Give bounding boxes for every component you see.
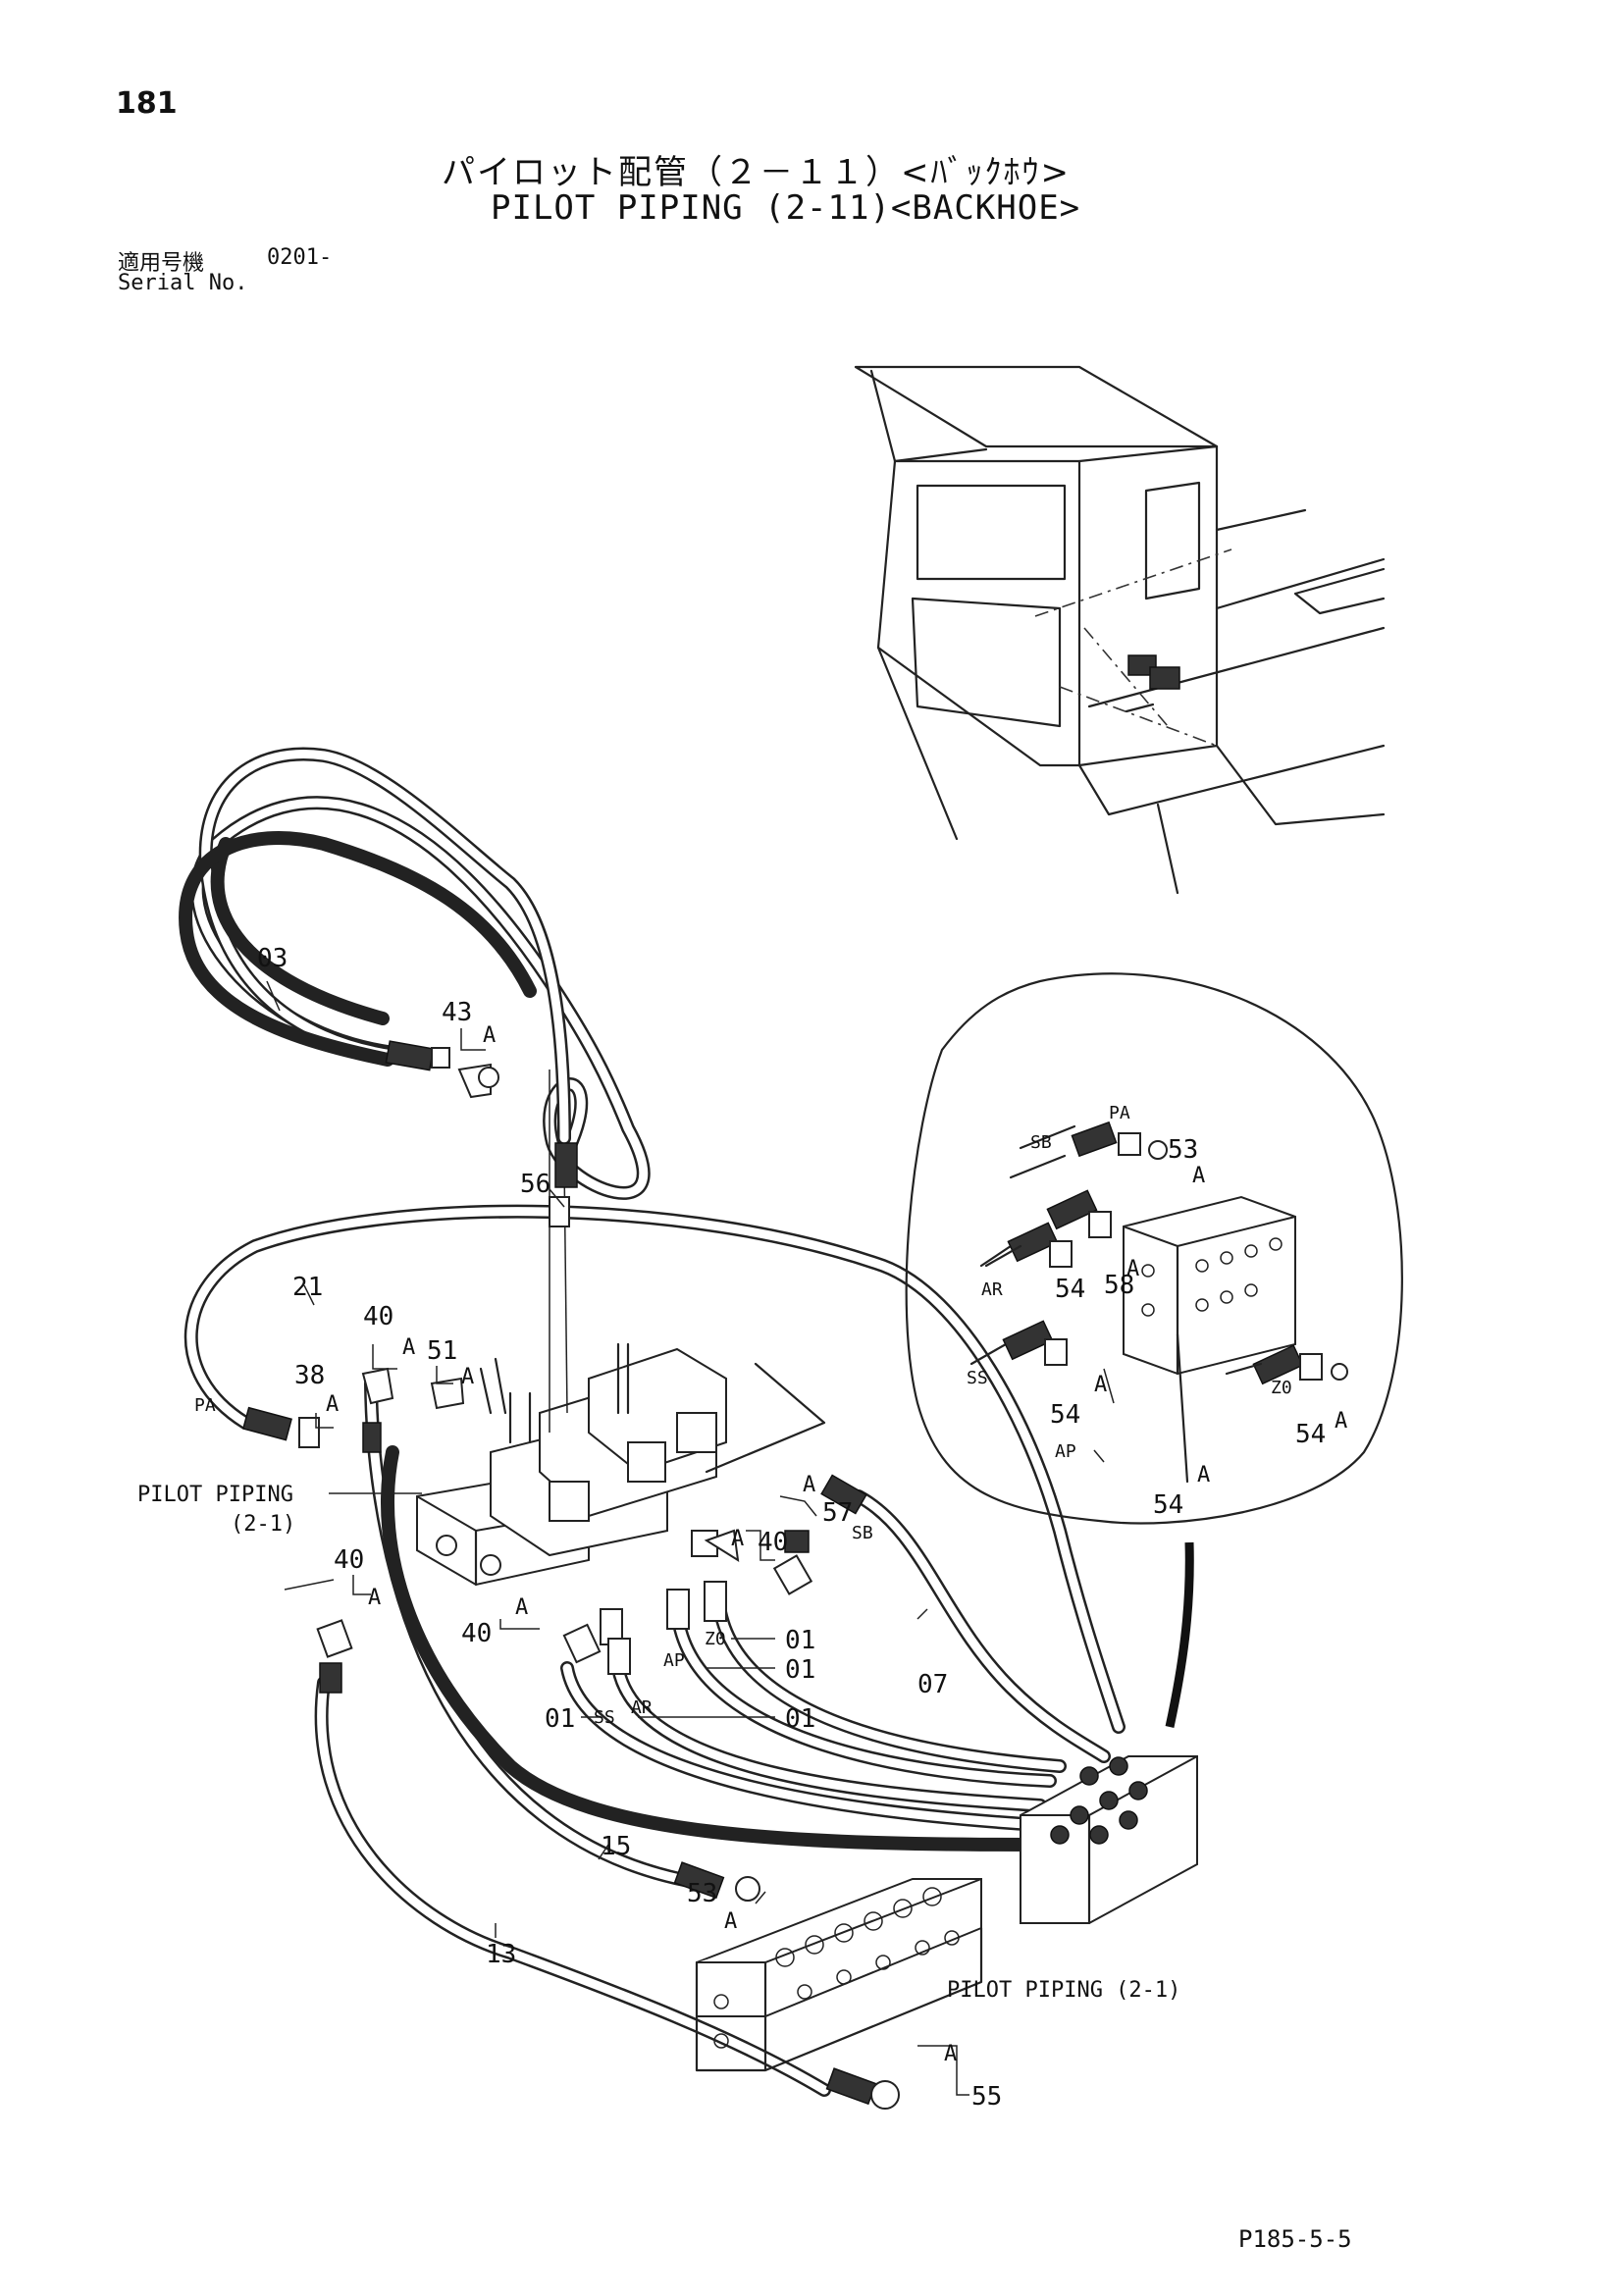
hose-bundle-01 xyxy=(560,1592,1067,1832)
hose-03 xyxy=(190,796,651,1200)
hose-03-upper xyxy=(198,747,571,1145)
pilot-valve-assembly xyxy=(416,1070,826,1587)
ref-pilot-piping-bottom: PILOT PIPING (2-1) xyxy=(947,1978,1180,2003)
part-label-03: 03 xyxy=(257,944,288,973)
reference-code: P185-5-5 xyxy=(1238,2225,1352,2253)
part-label-07: 07 xyxy=(917,1670,948,1699)
detail-view xyxy=(905,972,1403,1525)
part-label-51: 51 xyxy=(427,1336,457,1366)
detail-callout-a: A xyxy=(1126,1257,1139,1281)
title-english: PILOT PIPING (2-11)<BACKHOE> xyxy=(491,188,1081,228)
part-label-01: 01 xyxy=(545,1704,575,1734)
detail-label-58: 58 xyxy=(1104,1271,1134,1300)
leader-lines xyxy=(266,980,969,2096)
part-label-01: 01 xyxy=(785,1626,815,1655)
callout-a: A xyxy=(402,1335,415,1360)
detail-callout-a: A xyxy=(1335,1409,1347,1434)
callout-a: A xyxy=(326,1392,339,1417)
part-labels: 03 43 56 21 40 51 38 57 40 40 40 01 01 0… xyxy=(257,944,1326,2112)
serial-label-english: Serial No. xyxy=(118,271,248,295)
serial-label-japanese: 適用号機 xyxy=(118,251,205,276)
part-label-57: 57 xyxy=(822,1498,853,1528)
port-label-ar: AR xyxy=(631,1697,653,1718)
part-label-40: 40 xyxy=(334,1545,364,1575)
detail-label-53: 53 xyxy=(1168,1135,1198,1165)
part-label-15: 15 xyxy=(601,1832,631,1861)
hose-03-top-loop xyxy=(210,837,390,1025)
part-label-01: 01 xyxy=(785,1704,815,1734)
page-number: 181 xyxy=(116,86,178,121)
part-label-40: 40 xyxy=(363,1302,393,1331)
hose-21-long xyxy=(381,1445,1037,1852)
detail-label-54: 54 xyxy=(1153,1490,1183,1520)
part-label-40: 40 xyxy=(758,1528,788,1557)
ref-pilot-piping-left-line2: (2-1) xyxy=(231,1512,295,1537)
junction-block-right xyxy=(1020,1755,1198,1925)
port-label-z0: Z0 xyxy=(705,1629,726,1649)
part-label-40: 40 xyxy=(461,1619,492,1648)
port-label-sb: SB xyxy=(852,1523,873,1543)
hose-21 xyxy=(183,1204,1126,1734)
callout-a: A xyxy=(803,1473,815,1497)
callout-a: A xyxy=(944,2042,957,2066)
part-label-38: 38 xyxy=(294,1361,325,1390)
part-label-01: 01 xyxy=(785,1655,815,1685)
callout-a: A xyxy=(724,1909,737,1934)
detail-port-ss: SS xyxy=(967,1368,988,1388)
detail-port-z0: Z0 xyxy=(1271,1378,1292,1398)
callout-a-labels: A A A A A A A A A A A A A A A xyxy=(326,1023,1347,2066)
port-label-ss: SS xyxy=(594,1707,615,1728)
callout-a: A xyxy=(368,1586,381,1610)
callout-a: A xyxy=(731,1527,744,1551)
fittings xyxy=(241,1040,900,2110)
part-label-55: 55 xyxy=(971,2082,1002,2112)
detail-port-sb: SB xyxy=(1030,1132,1052,1153)
part-label-43: 43 xyxy=(442,998,472,1027)
part-label-13: 13 xyxy=(486,1940,516,1969)
part-label-21: 21 xyxy=(292,1273,323,1302)
detail-callout-a: A xyxy=(1192,1164,1205,1188)
detail-callout-a: A xyxy=(1094,1373,1107,1397)
serial-value: 0201- xyxy=(267,245,333,270)
callout-a: A xyxy=(461,1365,474,1389)
hose-07 xyxy=(852,1489,1111,1763)
port-label-ap: AP xyxy=(663,1650,685,1671)
junction-block-bottom xyxy=(695,1878,983,2072)
port-label-pa: PA xyxy=(194,1395,216,1416)
detail-port-ar: AR xyxy=(981,1279,1003,1300)
hose-03-main xyxy=(179,831,537,1067)
callout-a: A xyxy=(483,1023,496,1048)
cab-locator-sketch xyxy=(854,365,1386,895)
detail-callout-a: A xyxy=(1197,1463,1210,1487)
part-label-53: 53 xyxy=(687,1879,717,1908)
callout-a: A xyxy=(515,1595,528,1620)
detail-port-pa: PA xyxy=(1109,1103,1130,1123)
port-labels: PA SB SS AR AP Z0 PA SB AR SS AP Z0 xyxy=(194,1103,1292,1728)
part-label-56: 56 xyxy=(520,1170,550,1199)
title-japanese: パイロット配管（２－１１）<ﾊﾞｯｸﾎｳ> xyxy=(442,153,1071,192)
detail-port-ap: AP xyxy=(1055,1441,1076,1462)
detail-leader xyxy=(1165,1541,1194,1728)
detail-label-54: 54 xyxy=(1055,1275,1085,1304)
detail-label-54: 54 xyxy=(1050,1400,1080,1430)
ref-pilot-piping-left-line1: PILOT PIPING xyxy=(137,1483,293,1507)
reference-labels: PILOT PIPING (2-1) PILOT PIPING (2-1) xyxy=(137,1483,1180,2003)
hose-13 xyxy=(314,1676,831,2097)
detail-label-54: 54 xyxy=(1295,1420,1326,1449)
